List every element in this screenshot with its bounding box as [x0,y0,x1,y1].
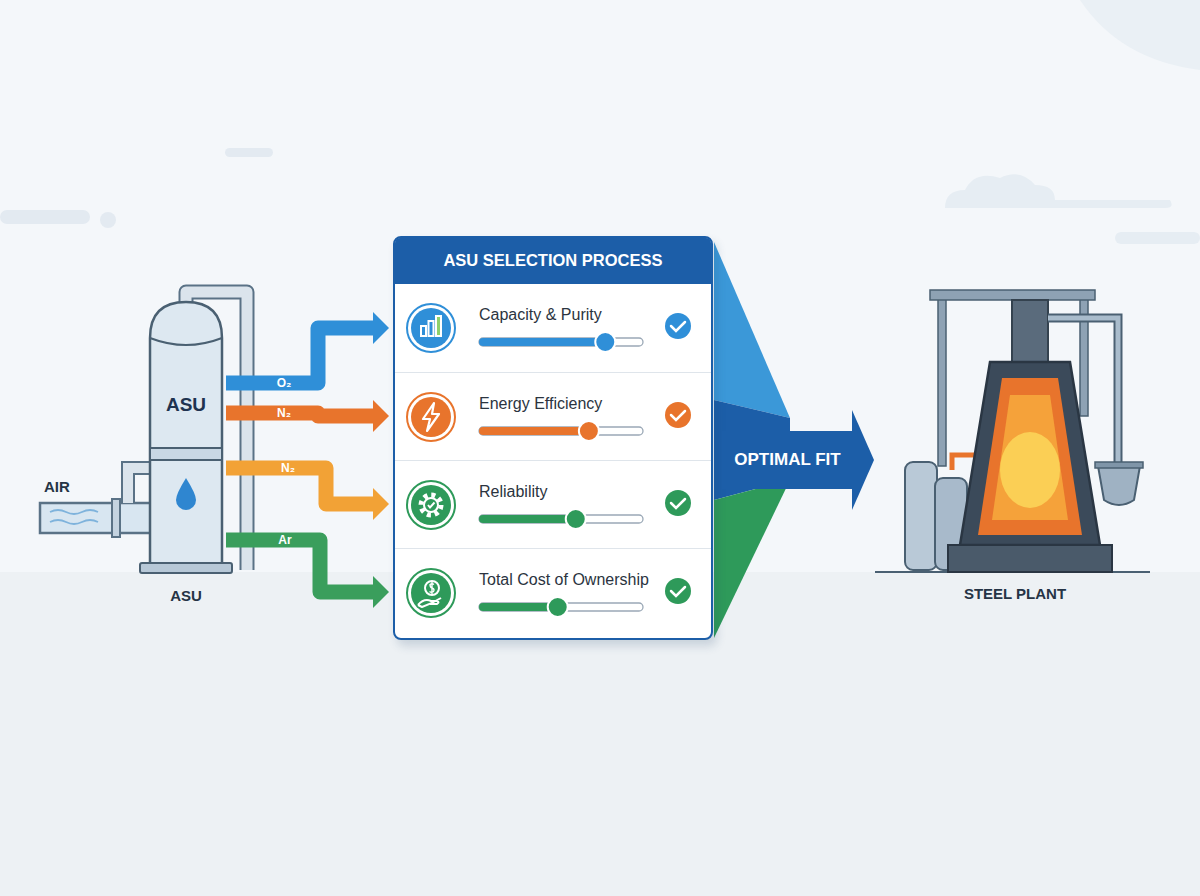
flow-connector [226,540,389,608]
criterion-label: Energy Efficiency [479,395,602,413]
slider-track [479,427,643,435]
stream-label: Ar [275,533,294,547]
pipe [128,468,150,503]
result-arrow: OPTIMAL FIT [722,431,853,489]
unit-label: ASU [166,394,206,416]
icon-glyph [423,403,439,431]
icon-ring [407,304,455,352]
connector-line [226,328,373,383]
cloud [1080,0,1200,70]
criterion-icon [407,393,455,441]
criterion-row: Reliability [395,460,711,548]
flow-connector [226,468,389,520]
slider-track [479,338,643,346]
flow-connector [226,400,389,432]
arrow-head [373,400,389,432]
criterion-row: Total Cost of Ownership [395,548,711,636]
icon-glyph [418,581,441,607]
check-mark [665,313,691,339]
cloud [945,174,1172,208]
row-graphics [395,373,711,461]
icon-disc [411,308,451,348]
unit-caption: ASU [170,587,202,604]
row-graphics [395,284,711,372]
connector-line [226,468,373,504]
icon-ring [407,569,455,617]
slider-thumb [579,421,599,441]
connector-line [226,413,373,416]
decor-dash [225,148,273,157]
slider-fill [479,603,558,611]
result-label: OPTIMAL FIT [734,450,840,470]
funnel-shape [714,480,790,638]
asu-unit: ASU ASU [146,288,226,606]
decor-dash [0,210,90,224]
icon-glyph [421,316,441,336]
check-mark [665,402,691,428]
slider-fill [479,338,605,346]
criterion-label: Reliability [479,483,547,501]
criterion-row: Capacity & Purity [395,284,711,372]
steel-plant: STEEL PLANT [880,286,1150,606]
slider-thumb [595,332,615,352]
plant-caption: STEEL PLANT [964,585,1066,602]
slider-track [479,515,643,523]
icon-glyph [421,495,441,515]
slider-thumb [548,597,568,617]
stream-label: N₂ [274,406,294,420]
check-tick [671,322,685,331]
icon-ring [407,481,455,529]
check-mark [665,490,691,516]
slider-fill [479,427,589,435]
panel-title: ASU SELECTION PROCESS [395,251,711,270]
slider-thumb [566,509,586,529]
check-tick [671,411,685,420]
check-mark [665,578,691,604]
row-graphics [395,461,711,549]
check-tick [671,499,685,508]
criterion-icon [407,304,455,352]
selection-panel: ASU SELECTION PROCESS Capacity & PurityEn… [393,236,713,640]
inlet-label: AIR [44,478,70,495]
criterion-row: Energy Efficiency [395,372,711,460]
funnel-shape [714,242,790,418]
row-graphics [395,549,711,637]
decor-dot [100,212,116,228]
asu-column [140,302,232,573]
stream-label: N₂ [278,461,298,475]
air-pipe [40,499,152,537]
arrow-head [373,576,389,608]
connector-line [226,540,373,592]
slider-fill [479,515,576,523]
stream-label: O₂ [274,376,295,390]
criterion-label: Total Cost of Ownership [479,571,649,589]
flow-connector [226,312,389,383]
criterion-icon [407,569,455,617]
criterion-icon [407,481,455,529]
criterion-label: Capacity & Purity [479,306,602,324]
icon-disc [411,397,451,437]
flow-connector [852,410,874,510]
steel-plant-illustration [875,290,1150,572]
icon-disc [411,485,451,525]
arrow-head [373,488,389,520]
decor-dash [1115,232,1200,244]
arrow-head [373,312,389,344]
arrow-head [852,410,874,510]
pipe-outline [128,468,150,503]
check-tick [671,587,685,596]
icon-ring [407,393,455,441]
icon-disc [411,573,451,613]
